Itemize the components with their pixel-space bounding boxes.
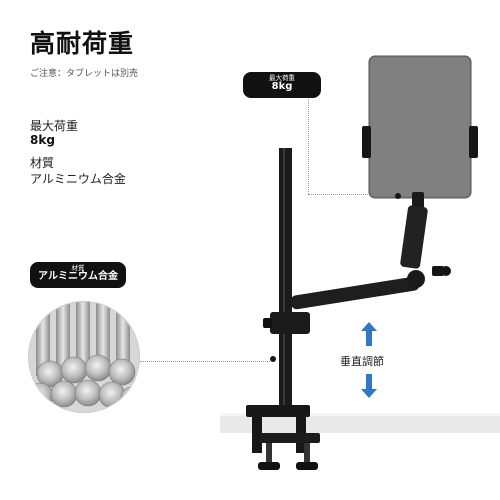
- table-surface: [220, 415, 500, 433]
- tablet-clamp-left: [362, 126, 371, 158]
- load-callout: 最大荷重 8kg: [243, 72, 321, 98]
- load-callout-top: 最大荷重: [269, 74, 295, 82]
- head-joint: [412, 192, 424, 210]
- load-connector-horizontal: [308, 194, 398, 195]
- clamp-screw-right: [304, 443, 310, 463]
- arm-knob-cap: [441, 266, 451, 276]
- rods-connector-line: [140, 361, 270, 362]
- spec-load-label: 最大荷重: [30, 119, 79, 133]
- material-callout: 材質 アルミニウム合金: [30, 262, 126, 288]
- tablet-screen: [371, 58, 469, 196]
- long-arm: [290, 276, 420, 310]
- pole-highlight: [283, 148, 285, 413]
- clamp-knob-right: [296, 462, 318, 470]
- clamp-knob-left: [258, 462, 280, 470]
- material-callout-bottom: アルミニウム合金: [38, 270, 118, 282]
- elbow-joint: [407, 270, 425, 288]
- arrow-down-icon: [361, 374, 377, 398]
- page-title: 高耐荷重: [30, 29, 135, 58]
- material-callout-top: 材質: [71, 264, 85, 272]
- desk-clamp-left-leg: [252, 417, 262, 453]
- pole-dot: [270, 356, 276, 362]
- arm-knob: [432, 266, 444, 276]
- load-connector-vertical: [308, 94, 309, 194]
- tablet-note: ご注意：タブレットは別売: [30, 69, 139, 79]
- tablet-clamp-right: [469, 126, 478, 158]
- clamp-screw-left: [266, 443, 272, 463]
- spec-material-value: アルミニウム合金: [30, 172, 126, 186]
- tablet-mount-dot: [395, 193, 401, 199]
- pole-clamp-knob: [263, 318, 272, 328]
- table-edge: [220, 413, 500, 416]
- upper-arm: [400, 205, 428, 269]
- spec-load-value: 8kg: [30, 133, 55, 147]
- vertical-pole: [279, 148, 292, 413]
- desk-clamp-bottom: [260, 433, 320, 443]
- vertical-adjust-label: 垂直調節: [340, 355, 384, 368]
- spec-material-label: 材質: [30, 156, 55, 170]
- aluminum-rods-image: [28, 301, 140, 413]
- desk-clamp-top: [246, 405, 310, 417]
- pole-clamp: [270, 312, 310, 334]
- load-callout-bottom: 8kg: [271, 80, 293, 92]
- arrow-up-icon: [361, 322, 377, 346]
